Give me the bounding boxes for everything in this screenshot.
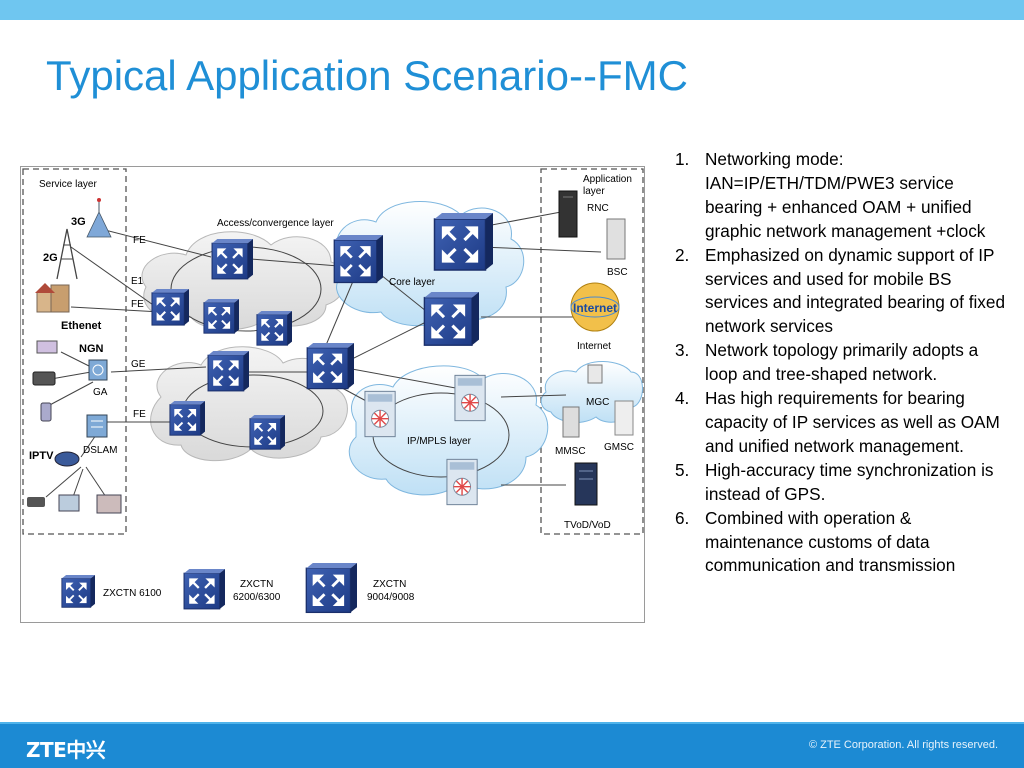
point-number: 6. bbox=[675, 507, 690, 528]
access-layer-label: Access/convergence layer bbox=[217, 218, 334, 229]
label-ngn: NGN bbox=[79, 343, 104, 355]
label-iptv: IPTV bbox=[29, 450, 54, 462]
link-ge: GE bbox=[131, 359, 146, 370]
link-fe-3: FE bbox=[133, 409, 146, 420]
legend-label-6200-1: ZXCTN bbox=[240, 579, 273, 590]
label-ethenet: Ethenet bbox=[61, 320, 102, 332]
point-item: 4. Has high requirements for bearing capa… bbox=[675, 387, 1005, 459]
label-rnc: RNC bbox=[587, 203, 609, 214]
point-number: 2. bbox=[675, 244, 690, 265]
service-layer-label: Service layer bbox=[39, 179, 97, 190]
tv-icon bbox=[96, 494, 122, 514]
legend-label-6200-2: 6200/6300 bbox=[233, 592, 281, 603]
point-item: 6. Combined with operation & maintenance … bbox=[675, 507, 1005, 579]
point-number: 3. bbox=[675, 340, 690, 361]
label-dslam: DSLAM bbox=[83, 445, 117, 456]
point-number: 4. bbox=[675, 388, 690, 409]
router-access-5 bbox=[207, 351, 249, 393]
legend-router-6100 bbox=[61, 575, 95, 609]
bsc-server-icon bbox=[606, 218, 626, 260]
label-2g: 2G bbox=[43, 252, 58, 264]
router-access-8 bbox=[249, 415, 285, 451]
label-tvod: TVoD/VoD bbox=[564, 520, 611, 531]
legend-router-6200 bbox=[183, 569, 225, 611]
footer-bar: ZTE中兴 © ZTE Corporation. All rights rese… bbox=[0, 722, 1024, 768]
application-layer-box bbox=[540, 168, 644, 535]
point-item: 5. High-accuracy time synchronization is … bbox=[675, 459, 1005, 507]
router-access-7 bbox=[169, 401, 205, 437]
top-accent-bar bbox=[0, 0, 1024, 20]
label-bsc: BSC bbox=[607, 267, 628, 278]
point-text: Emphasized on dynamic support of IP serv… bbox=[705, 244, 1006, 337]
point-text: Combined with operation & maintenance cu… bbox=[705, 507, 956, 576]
label-gmsc: GMSC bbox=[604, 442, 634, 453]
zte-logo: ZTE中兴 bbox=[26, 738, 106, 762]
internet-globe-icon: Internet bbox=[570, 282, 620, 332]
router-access-4 bbox=[256, 311, 292, 347]
point-text: Has high requirements for bearing capaci… bbox=[705, 388, 1000, 456]
point-item: 2. Emphasized on dynamic support of IP se… bbox=[675, 244, 1005, 340]
internet-globe-text: Internet bbox=[573, 301, 617, 315]
point-number: 5. bbox=[675, 459, 690, 480]
fax-icon bbox=[36, 340, 58, 354]
buildings-icon bbox=[35, 283, 70, 313]
settop-box-icon bbox=[54, 451, 80, 467]
router-access-2 bbox=[151, 289, 189, 327]
router-access-3 bbox=[203, 299, 239, 335]
switch-ipmpls-2 bbox=[454, 374, 486, 422]
legend-label-6100: ZXCTN 6100 bbox=[103, 588, 162, 599]
point-text: Networking mode: IAN=IP/ETH/TDM/PWE3 ser… bbox=[705, 149, 986, 241]
label-internet: Internet bbox=[577, 341, 611, 352]
label-ga: GA bbox=[93, 387, 108, 398]
point-text: Network topology primarily adopts a loop… bbox=[705, 340, 979, 385]
service-layer-box bbox=[22, 168, 127, 535]
router-core-3 bbox=[423, 292, 479, 347]
router-access-1 bbox=[211, 239, 253, 281]
slide-title: Typical Application Scenario--FMC bbox=[46, 52, 688, 99]
link-fe-2: FE bbox=[131, 299, 144, 310]
rnc-server-icon bbox=[558, 190, 578, 238]
network-diagram: Service layer Application layer bbox=[20, 166, 645, 623]
router-core-2 bbox=[433, 213, 493, 272]
legend-label-9004-2: 9004/9008 bbox=[367, 592, 415, 603]
label-3g: 3G bbox=[71, 216, 86, 228]
ga-device-icon bbox=[88, 359, 108, 381]
tvod-server-icon bbox=[574, 462, 598, 506]
point-item: 1. Networking mode: IAN=IP/ETH/TDM/PWE3 s… bbox=[675, 148, 1005, 244]
gmsc-device-icon bbox=[614, 400, 634, 436]
label-mmsc: MMSC bbox=[555, 446, 586, 457]
core-layer-label: Core layer bbox=[389, 277, 436, 288]
router-access-6 bbox=[306, 343, 354, 390]
ipmpls-layer-label: IP/MPLS layer bbox=[407, 436, 472, 447]
pc-icon bbox=[58, 494, 80, 512]
link-fe-1: FE bbox=[133, 235, 146, 246]
tower-3g-icon bbox=[86, 198, 112, 238]
network-diagram-svg: Service layer Application layer bbox=[22, 168, 644, 614]
phone-icon bbox=[32, 371, 56, 386]
mgc-device-icon bbox=[587, 364, 603, 384]
router-core-1 bbox=[333, 235, 383, 284]
key-points-list: 1. Networking mode: IAN=IP/ETH/TDM/PWE3 s… bbox=[675, 148, 1005, 578]
mobile-phone-icon bbox=[40, 402, 52, 422]
footer-top-line bbox=[0, 722, 1024, 724]
switch-ipmpls-3 bbox=[446, 458, 478, 506]
legend-router-9004 bbox=[305, 563, 357, 614]
point-item: 3. Network topology primarily adopts a lo… bbox=[675, 339, 1005, 387]
label-mgc: MGC bbox=[586, 397, 609, 408]
phone-small-icon bbox=[27, 497, 45, 507]
link-e1: E1 bbox=[131, 276, 144, 287]
legend-label-9004-1: ZXCTN bbox=[373, 579, 406, 590]
point-number: 1. bbox=[675, 149, 690, 169]
application-layer-label-1: Application bbox=[583, 174, 632, 185]
tower-2g-icon bbox=[56, 228, 78, 280]
point-text: High-accuracy time synchronization is in… bbox=[705, 459, 994, 504]
dslam-device-icon bbox=[86, 414, 108, 438]
application-layer-label-2: layer bbox=[583, 186, 605, 197]
copyright-text: © ZTE Corporation. All rights reserved. bbox=[808, 739, 998, 751]
mmsc-device-icon bbox=[562, 406, 580, 438]
switch-ipmpls-1 bbox=[364, 390, 396, 438]
